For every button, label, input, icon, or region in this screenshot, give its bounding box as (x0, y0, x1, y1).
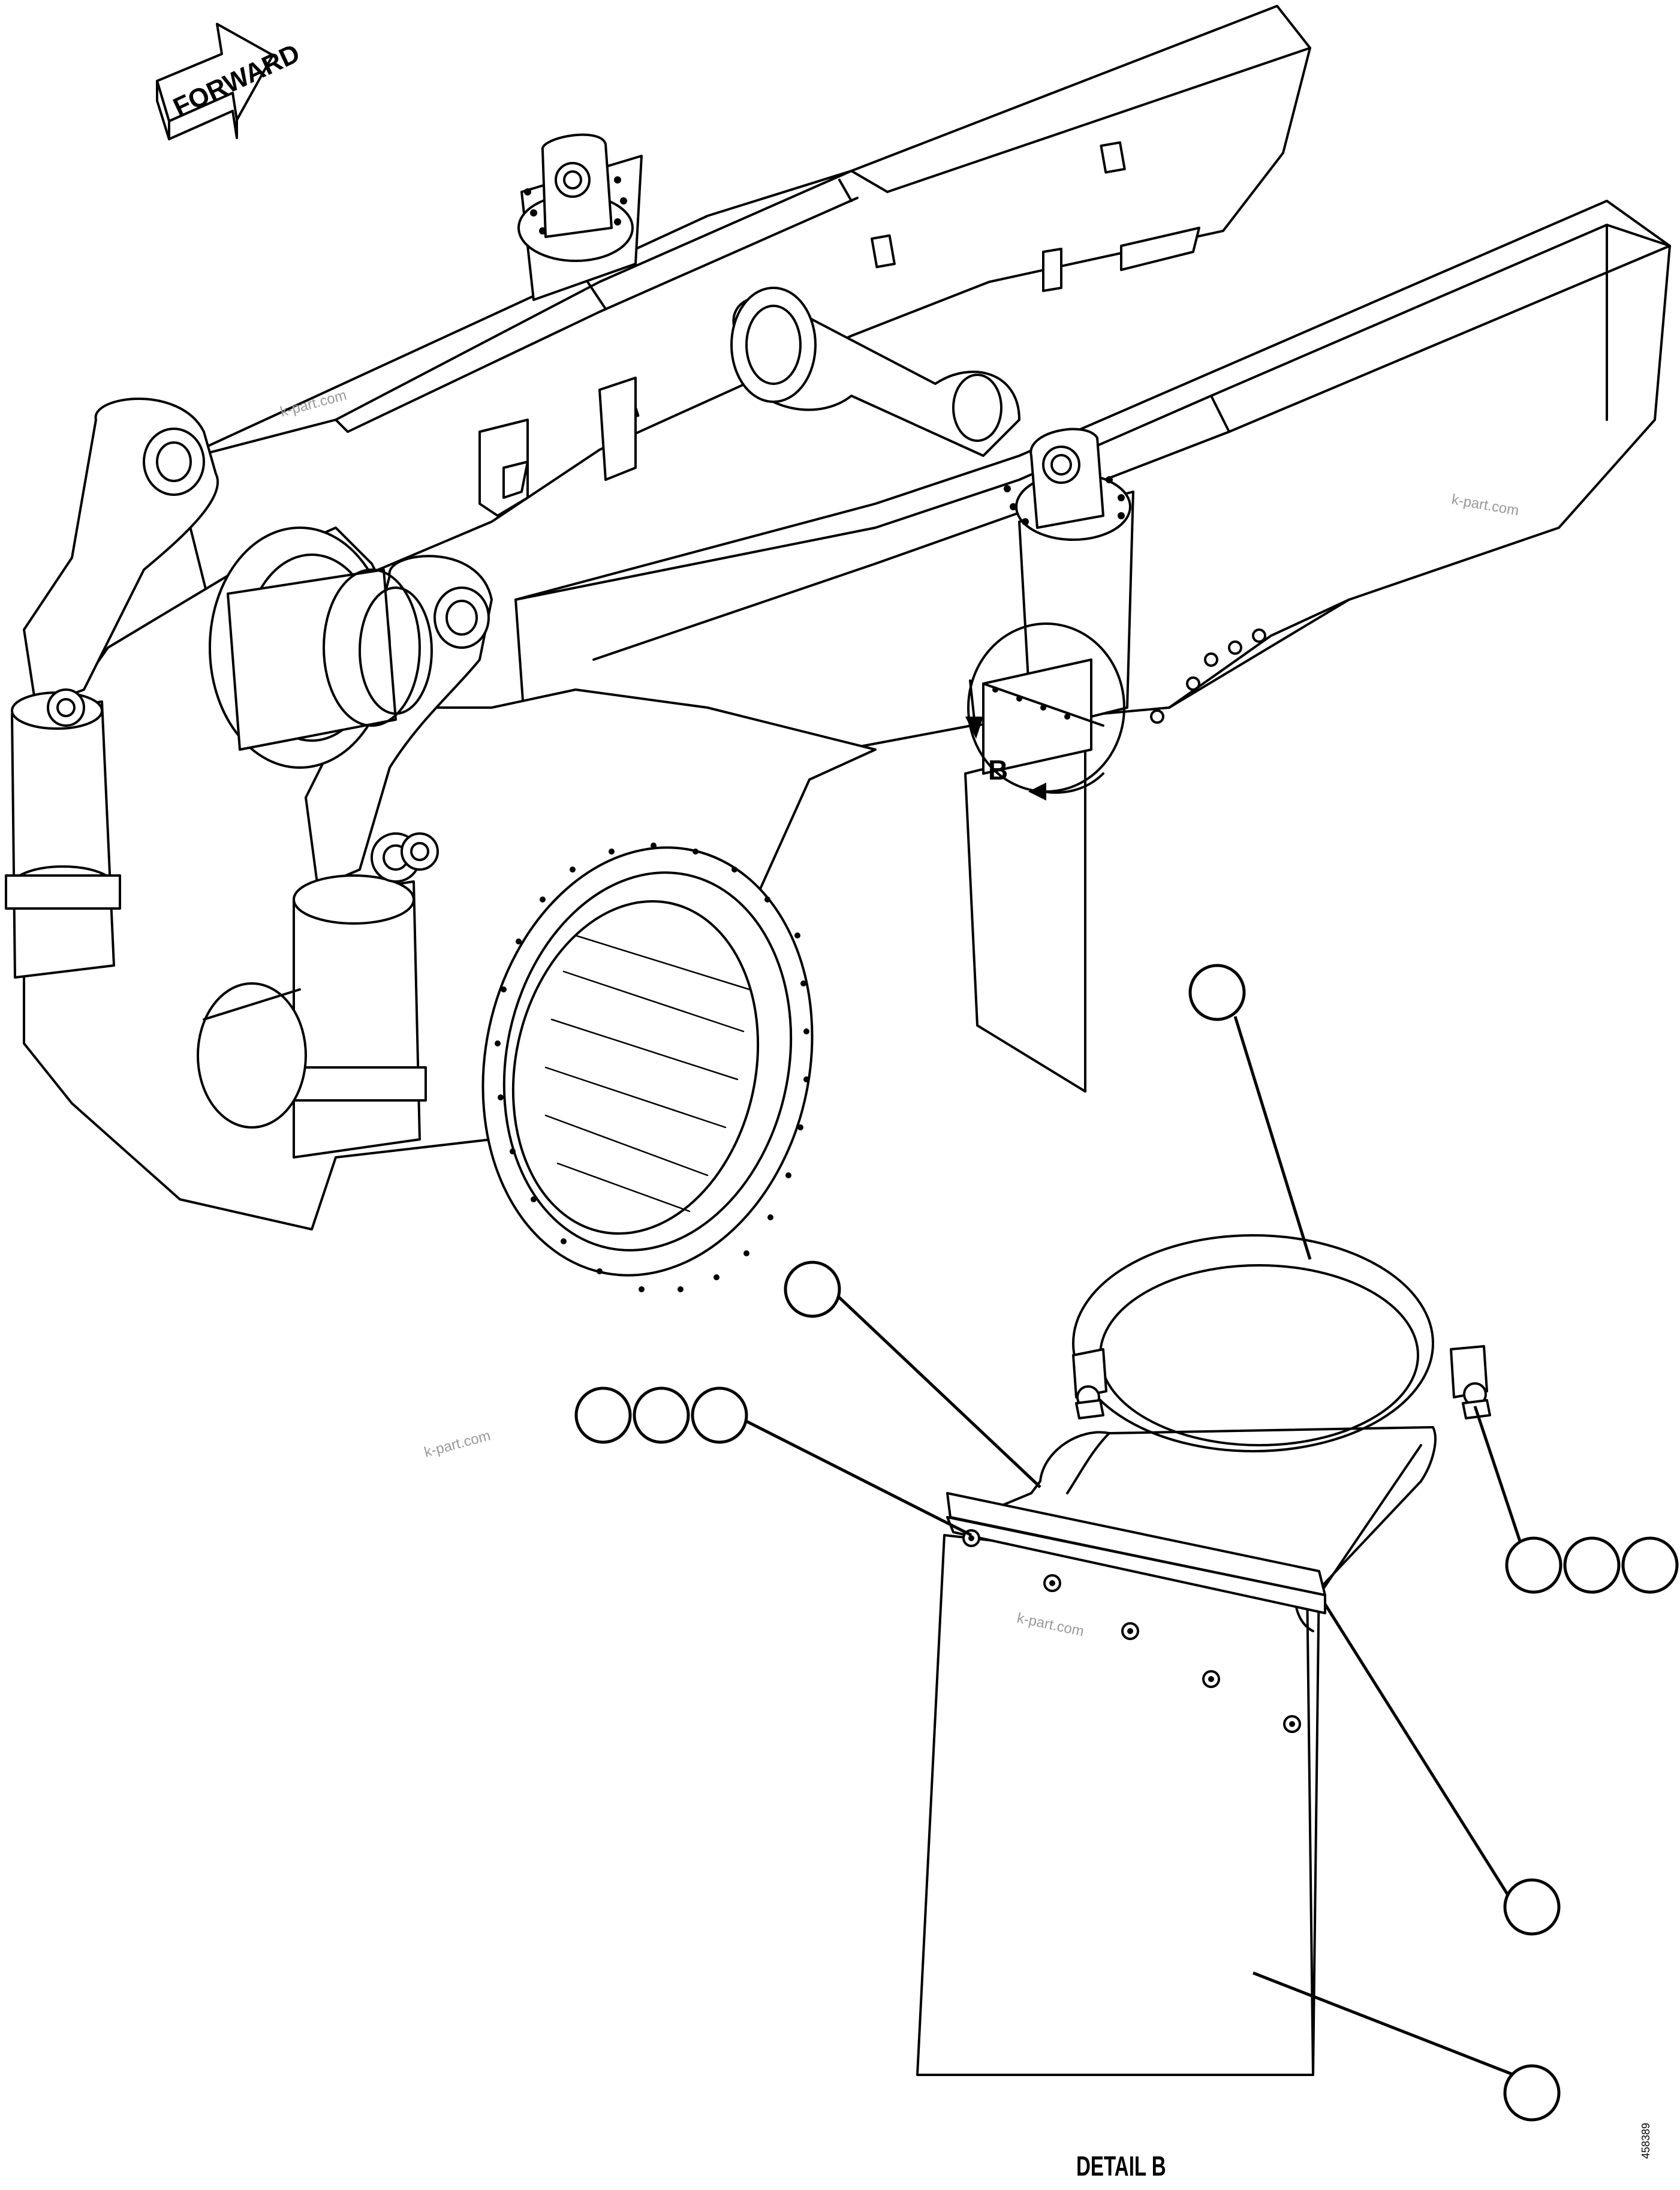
mud-flap-on-machine: B (964, 622, 1125, 1093)
item-balloon (1188, 964, 1246, 1021)
leader-lines (733, 1016, 1522, 2077)
hub-bolt-circle (495, 843, 809, 1292)
detail-b-view (916, 1234, 1491, 2076)
forward-arrow-icon: FORWARD (156, 23, 305, 140)
item-balloon (1505, 1536, 1562, 1594)
drawing-number: 458389 (1640, 2122, 1652, 2159)
item-balloon (1503, 2064, 1561, 2122)
item-balloon (784, 1261, 841, 1318)
item-balloon (691, 1386, 748, 1444)
item-balloon (1621, 1536, 1679, 1594)
item-balloons (574, 964, 1679, 2122)
item-balloon (1503, 1878, 1561, 1936)
detail-title: DETAIL B (1076, 2150, 1166, 2182)
detail-b-reference-label: B (988, 754, 1008, 786)
rear-frame-assembly (5, 5, 1671, 1292)
item-balloon (1563, 1536, 1621, 1594)
watermark-text: k-part.com (423, 1427, 492, 1460)
item-balloon (633, 1386, 690, 1444)
item-balloon (574, 1386, 632, 1444)
